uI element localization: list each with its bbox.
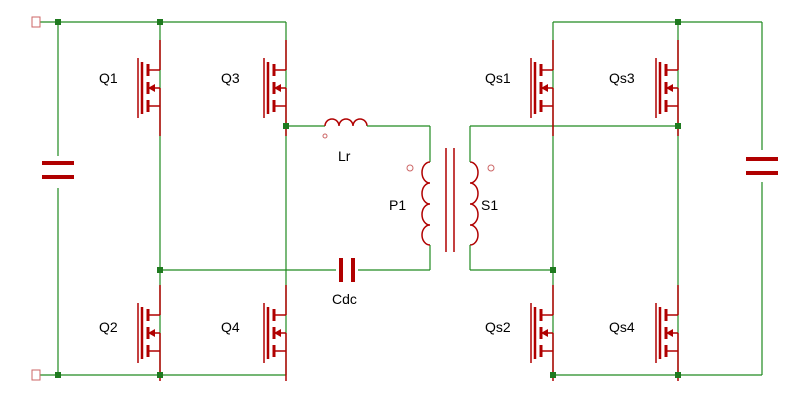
input-capacitor	[42, 156, 74, 188]
primary-winding-wires	[357, 125, 431, 271]
input-terminal-bottom	[31, 369, 41, 381]
label-qs2: Qs2	[485, 319, 511, 335]
label-qs4: Qs4	[609, 319, 635, 335]
label-q3: Q3	[221, 70, 240, 86]
mosfet-qs4	[654, 283, 680, 383]
label-q4: Q4	[221, 319, 240, 335]
input-terminal-top	[31, 16, 41, 28]
primary-bridge-wires	[40, 21, 337, 376]
label-q2: Q2	[99, 319, 118, 335]
label-s1: S1	[481, 197, 498, 213]
label-qs3: Qs3	[609, 70, 635, 86]
mosfet-q4	[262, 283, 288, 383]
mosfet-q2	[136, 283, 162, 383]
junction-nodes	[55, 19, 681, 378]
mosfet-q1	[136, 38, 162, 138]
label-p1: P1	[389, 197, 406, 213]
output-capacitor	[746, 150, 778, 182]
mosfet-q3	[262, 38, 288, 138]
transformer	[406, 148, 495, 252]
label-qs1: Qs1	[485, 70, 511, 86]
inductor-lr	[322, 118, 368, 139]
capacitor-cdc	[336, 258, 358, 282]
label-cdc: Cdc	[332, 291, 357, 307]
secondary-bridge-wires	[469, 21, 763, 376]
label-lr: Lr	[338, 148, 351, 164]
mosfet-qs3	[654, 38, 680, 138]
mosfet-qs1	[529, 38, 555, 138]
label-q1: Q1	[99, 70, 118, 86]
mosfet-qs2	[529, 283, 555, 383]
